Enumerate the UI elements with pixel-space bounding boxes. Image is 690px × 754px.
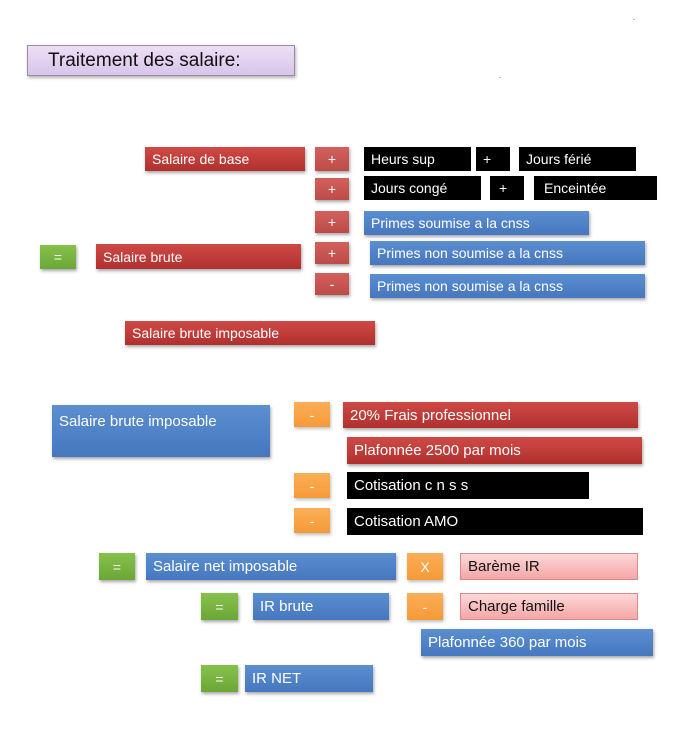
equals-operator: = bbox=[99, 553, 135, 580]
stray-mark bbox=[633, 19, 635, 20]
frais-professionnel-box: 20% Frais professionnel bbox=[343, 402, 638, 428]
charge-famille-box: Charge famille bbox=[460, 593, 638, 620]
minus-operator: - bbox=[294, 402, 330, 427]
plus-operator: + bbox=[315, 211, 349, 233]
enceintee-box: Enceintée bbox=[534, 176, 657, 200]
page-title: Traitement des salaire: bbox=[27, 45, 295, 76]
equals-operator: = bbox=[40, 245, 76, 269]
primes-non-soumise-cnss-box-1: Primes non soumise a la cnss bbox=[370, 241, 645, 265]
heurs-sup-box: Heurs sup bbox=[364, 147, 471, 171]
jours-conge-box: Jours congé bbox=[364, 176, 481, 200]
plus-operator: + bbox=[490, 176, 524, 200]
salaire-de-base-box: Salaire de base bbox=[145, 147, 305, 171]
salaire-brute-imposable-box: Salaire brute imposable bbox=[52, 405, 270, 457]
salaire-brute-imposable-result-box: Salaire brute imposable bbox=[125, 321, 375, 345]
salaire-net-imposable-box: Salaire net imposable bbox=[146, 553, 396, 580]
plus-operator: + bbox=[476, 147, 510, 171]
stray-mark bbox=[499, 77, 501, 78]
primes-soumise-cnss-box: Primes soumise a la cnss bbox=[364, 211, 589, 235]
salaire-brute-box: Salaire brute bbox=[96, 244, 301, 269]
cotisation-cnss-box: Cotisation c n s s bbox=[347, 472, 589, 499]
primes-non-soumise-cnss-box-2: Primes non soumise a la cnss bbox=[370, 274, 645, 298]
cotisation-amo-box: Cotisation AMO bbox=[347, 508, 643, 535]
plus-operator: + bbox=[315, 178, 349, 200]
minus-operator: - bbox=[294, 473, 330, 498]
minus-operator: - bbox=[407, 593, 443, 620]
times-operator: X bbox=[407, 553, 443, 580]
equals-operator: = bbox=[201, 593, 238, 620]
minus-operator: - bbox=[294, 508, 330, 533]
plafonnee-2500-box: Plafonnée 2500 par mois bbox=[347, 437, 642, 464]
plafonnee-360-box: Plafonnée 360 par mois bbox=[421, 629, 653, 656]
ir-net-box: IR NET bbox=[245, 665, 373, 692]
plus-operator: + bbox=[315, 147, 349, 171]
bareme-ir-box: Barème IR bbox=[460, 553, 638, 580]
ir-brute-box: IR brute bbox=[253, 593, 389, 620]
minus-operator: - bbox=[315, 273, 349, 295]
equals-operator: = bbox=[201, 665, 238, 692]
jours-ferie-box: Jours férié bbox=[519, 147, 636, 171]
plus-operator: + bbox=[315, 242, 349, 264]
